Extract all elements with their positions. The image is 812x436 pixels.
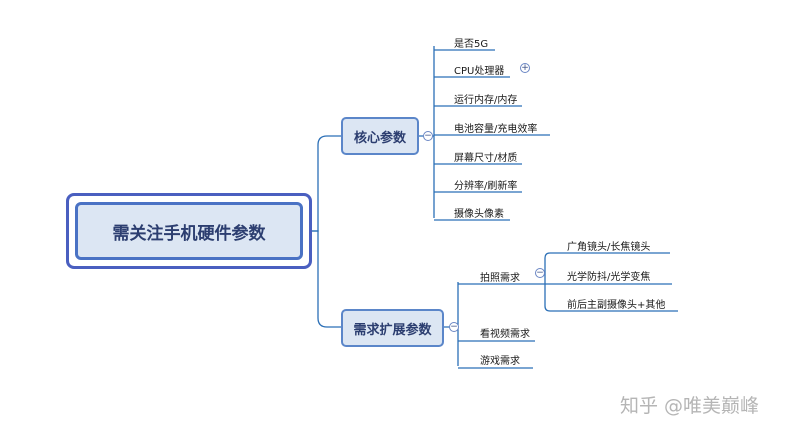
core-item-resolution[interactable]: 分辨率/刷新率 [454, 181, 518, 192]
extended-params-node[interactable]: 需求扩展参数 [341, 309, 444, 347]
expand-toggle-cpu[interactable]: + [520, 63, 530, 73]
link-photo-spine [530, 252, 551, 312]
watermark: 知乎 @唯美巅峰 [620, 395, 760, 417]
core-item-memory[interactable]: 运行内存/内存 [454, 95, 518, 106]
root-node-label: 需关注手机硬件参数 [75, 202, 303, 260]
link-root-ext [312, 230, 341, 328]
photo-sub-lens[interactable]: 广角镜头/长焦镜头 [567, 242, 651, 253]
photo-sub-cameras[interactable]: 前后主副摄像头+其他 [567, 300, 666, 311]
root-node[interactable]: 需关注手机硬件参数 [66, 193, 312, 269]
link-ext-items [458, 283, 535, 369]
photo-sub-stabilization[interactable]: 光学防抖/光学变焦 [567, 272, 651, 283]
core-item-cpu[interactable]: CPU处理器 [454, 66, 505, 77]
ext-item-game[interactable]: 游戏需求 [480, 356, 520, 367]
link-photo-items [545, 252, 678, 312]
collapse-toggle-extended[interactable]: − [449, 322, 459, 332]
core-item-camera[interactable]: 摄像头像素 [454, 209, 504, 220]
core-item-battery[interactable]: 电池容量/充电效率 [454, 124, 538, 135]
core-item-5g[interactable]: 是否5G [454, 39, 489, 50]
link-root-core [312, 135, 341, 232]
collapse-toggle-core[interactable]: − [423, 131, 433, 141]
ext-item-video[interactable]: 看视频需求 [480, 329, 530, 340]
core-params-node[interactable]: 核心参数 [341, 117, 419, 155]
link-core-items [434, 49, 550, 221]
collapse-toggle-photo[interactable]: − [535, 268, 545, 278]
ext-item-photo[interactable]: 拍照需求 [480, 273, 520, 284]
core-item-screen[interactable]: 屏幕尺寸/材质 [454, 153, 518, 164]
